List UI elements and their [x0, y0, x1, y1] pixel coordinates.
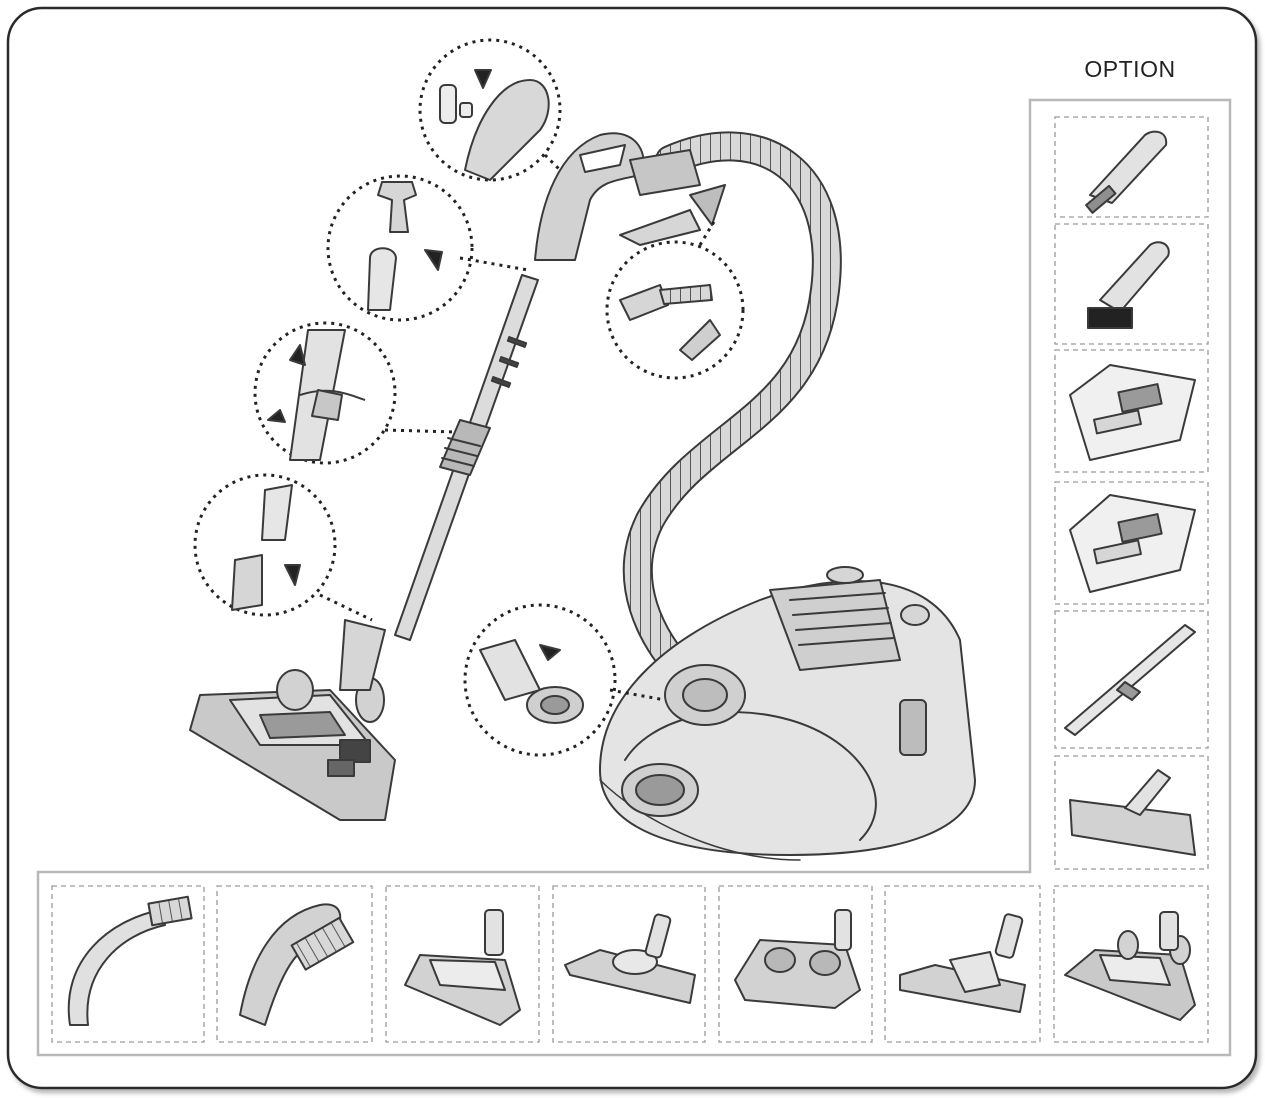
- hose-handle-icon: [67, 895, 193, 1026]
- floor-brush: [189, 619, 396, 821]
- dusting-brush-icon: [1087, 241, 1170, 329]
- detail-callouts: [193, 38, 745, 757]
- accessory-row: [51, 885, 1209, 1043]
- vacuum-illustration: [189, 131, 976, 861]
- accessories-border: [36, 98, 1232, 1057]
- hose-grip-icon: [239, 903, 355, 1026]
- canister-body: [599, 566, 976, 861]
- multi-floor-brush-icon: [899, 913, 1026, 1013]
- hose-handle: [534, 132, 726, 261]
- option-title: OPTION: [1084, 56, 1176, 82]
- extension-pipe-icon: [1064, 624, 1196, 736]
- dust-bag-icon: [1069, 364, 1196, 461]
- pet-turbo-brush-icon: [734, 909, 861, 1009]
- option-column: [1054, 116, 1209, 870]
- parquet-brush-icon: [1069, 769, 1196, 856]
- power-brush-icon: [1064, 911, 1196, 1021]
- dust-bag-icon: [1069, 494, 1196, 593]
- floor-brush-icon: [564, 913, 696, 1004]
- detail-contents: [231, 69, 721, 724]
- turbo-brush-icon: [404, 909, 521, 1026]
- telescopic-pipe: [394, 274, 539, 641]
- crevice-tool-icon: [1085, 130, 1168, 214]
